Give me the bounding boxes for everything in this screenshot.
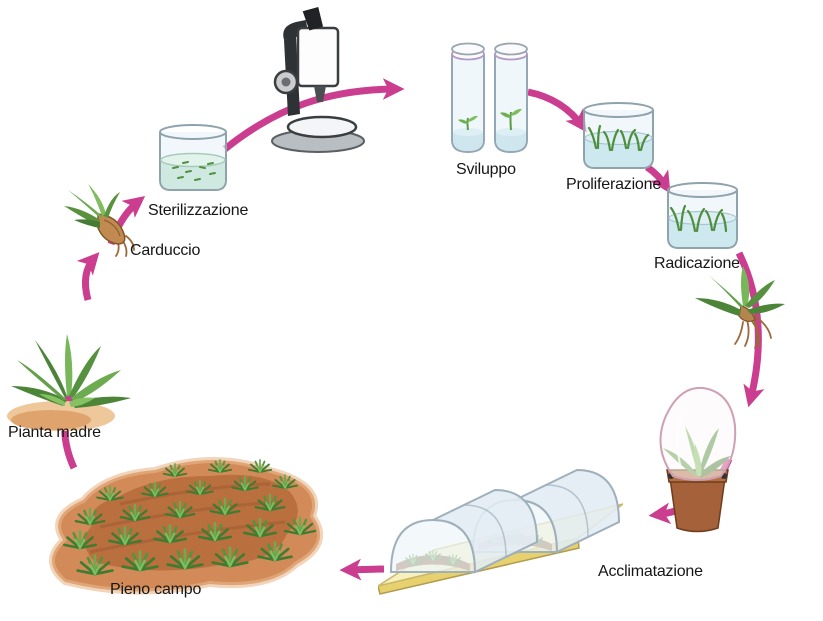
arrow-mother-plant-to-carduccio bbox=[76, 252, 100, 301]
label-acclimatazione: Acclimatazione bbox=[598, 563, 703, 580]
label-sterilizzazione: Sterilizzazione bbox=[148, 202, 249, 219]
arrow-radicazione-to-acclimatazione bbox=[735, 251, 765, 408]
rooting-beaker-icon bbox=[667, 182, 738, 249]
arrow-sterilization-to-sviluppo bbox=[222, 78, 405, 152]
arrow-sviluppo-to-proliferazione bbox=[527, 88, 587, 133]
label-sviluppo: Sviluppo bbox=[456, 161, 516, 178]
carduccio-offshoot-icon bbox=[64, 184, 135, 257]
culture-tubes-icon bbox=[451, 42, 528, 154]
label-radicazione: Radicazione bbox=[654, 255, 740, 272]
arrow-greenhouse-to-field bbox=[339, 558, 385, 581]
proliferation-beaker-icon bbox=[583, 102, 654, 169]
label-pianta-madre: Pianta madre bbox=[8, 424, 101, 441]
arrow-proliferazione-to-radicazione bbox=[645, 164, 671, 194]
seed-flecks bbox=[172, 161, 216, 181]
rooted-shoots bbox=[669, 204, 728, 233]
microscope-icon bbox=[271, 7, 365, 153]
greenhouse-tunnels-icon bbox=[378, 468, 623, 595]
mother-plant-icon bbox=[7, 334, 131, 431]
label-proliferazione: Proliferazione bbox=[566, 176, 662, 193]
shoots bbox=[587, 124, 650, 152]
plastic-cover bbox=[659, 386, 737, 481]
label-pieno-campo: Pieno campo bbox=[110, 581, 202, 598]
rooted-plantlet-icon bbox=[695, 266, 785, 349]
label-carduccio: Carduccio bbox=[130, 242, 201, 259]
open-field-icon bbox=[49, 457, 324, 595]
acclimatization-pot-icon bbox=[659, 386, 737, 533]
sterilization-beaker-icon bbox=[159, 124, 227, 191]
